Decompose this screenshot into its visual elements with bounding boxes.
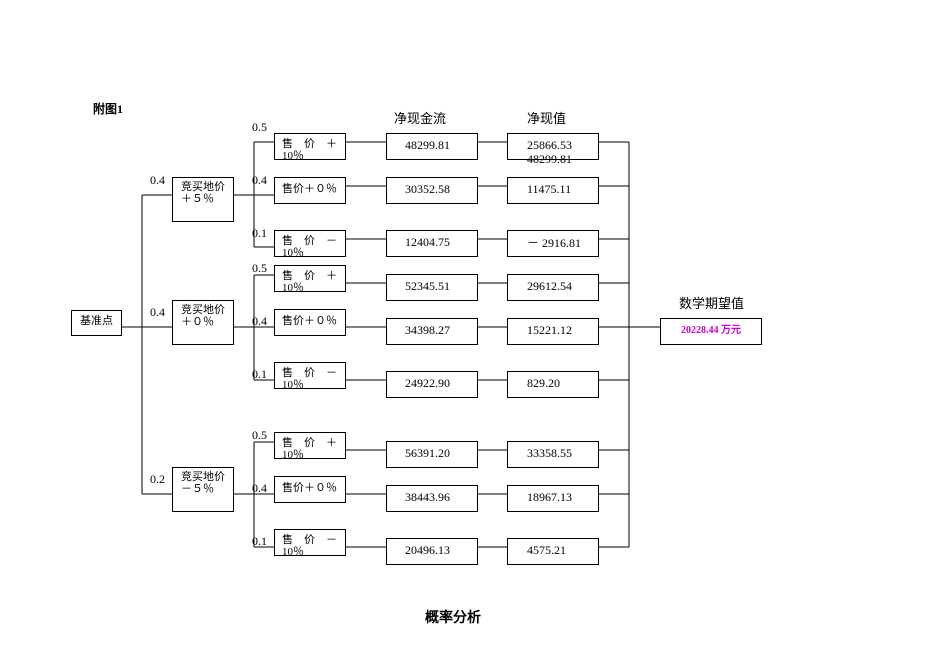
cash-flow-cell: 12404.75 — [386, 230, 478, 257]
sale-price-label: 售 价 ＋ — [282, 270, 337, 282]
cash-flow-value: 38443.96 — [405, 490, 450, 504]
npv-value: 29612.54 — [527, 279, 572, 293]
cash-flow-value: 48299.81 — [405, 138, 450, 152]
cash-flow-value: 30352.58 — [405, 182, 450, 196]
sale-price-label-cont: 10％ — [282, 282, 304, 294]
sale-price-node: 售 价 ＋ 10％ — [274, 133, 346, 162]
npv-cell: 829.20 — [507, 371, 599, 398]
land-node-line2: ＋０％ — [181, 316, 214, 328]
cash-flow-cell: 20496.13 — [386, 538, 478, 565]
branch-prob: 0.1 — [252, 367, 267, 381]
sale-price-label: 售 价 － — [282, 235, 337, 247]
npv-cell: 33358.55 — [507, 441, 599, 468]
branch-prob: 0.4 — [252, 314, 267, 328]
cash-flow-cell: 30352.58 — [386, 177, 478, 204]
expected-value-box: 20228.44 万元 — [660, 318, 762, 345]
land-prob: 0.4 — [150, 173, 165, 187]
sale-price-label: 售 价 ＋ — [282, 437, 337, 449]
npv-value: 829.20 — [527, 376, 560, 390]
sale-price-node: 售价＋０％ — [274, 309, 346, 336]
cash-flow-cell: 34398.27 — [386, 318, 478, 345]
cash-flow-cell: 56391.20 — [386, 441, 478, 468]
cash-flow-cell: 38443.96 — [386, 485, 478, 512]
sale-price-node: 售 价 － 10％ — [274, 362, 346, 391]
land-prob: 0.4 — [150, 305, 165, 319]
sale-price-node: 售 价 ＋ 10％ — [274, 265, 346, 294]
sale-price-label: 售 价 － — [282, 534, 337, 546]
sale-price-label-cont: 10％ — [282, 379, 304, 391]
land-node-line1: 竞买地价 — [181, 304, 225, 316]
branch-prob: 0.5 — [252, 261, 267, 275]
sale-price-label: 售 价 － — [282, 367, 337, 379]
base-node-label: 基准点 — [80, 315, 113, 327]
sale-price-label: 售价＋０％ — [282, 315, 337, 327]
sale-price-label-cont: 10％ — [282, 247, 304, 259]
npv-value: 4575.21 — [527, 543, 566, 557]
cash-flow-cell: 48299.81 — [386, 133, 478, 160]
cash-flow-value: 12404.75 — [405, 235, 450, 249]
branch-prob: 0.4 — [252, 173, 267, 187]
branch-prob: 0.4 — [252, 481, 267, 495]
npv-value: 11475.11 — [527, 182, 572, 196]
cash-flow-cell: 52345.51 — [386, 274, 478, 301]
npv-cell: 25866.53 48299.81 — [507, 133, 599, 165]
sale-price-label: 售 价 ＋ — [282, 138, 337, 150]
npv-cell: － 2916.81 — [507, 230, 599, 257]
land-node: 竞买地价 ＋０％ — [172, 300, 234, 345]
sale-price-node: 售 价 － 10％ — [274, 230, 346, 259]
expected-value: 20228.44 万元 — [681, 325, 741, 336]
land-node-line1: 竞买地价 — [181, 181, 225, 193]
sale-price-label-cont: 10％ — [282, 449, 304, 461]
branch-prob: 0.1 — [252, 534, 267, 548]
land-node: 竞买地价 －５％ — [172, 467, 234, 512]
cash-flow-value: 52345.51 — [405, 279, 450, 293]
npv-value: 33358.55 — [527, 446, 572, 460]
npv-value: 18967.13 — [527, 490, 572, 504]
land-node: 竞买地价 ＋５％ — [172, 177, 234, 222]
npv-cell: 11475.11 — [507, 177, 599, 204]
header-npv: 净现值 — [527, 111, 567, 126]
npv-cell: 18967.13 — [507, 485, 599, 512]
figure-label: 附图1 — [93, 102, 124, 116]
cash-flow-value: 34398.27 — [405, 323, 450, 337]
header-cash-flow: 净现金流 — [394, 111, 447, 126]
land-node-line1: 竞买地价 — [181, 471, 225, 483]
sale-price-node: 售 价 ＋ 10％ — [274, 432, 346, 461]
sale-price-label-cont: 10％ — [282, 546, 304, 558]
cash-flow-value: 24922.90 — [405, 376, 450, 390]
npv-cell: 29612.54 — [507, 274, 599, 301]
npv-value: 15221.12 — [527, 323, 572, 337]
sale-price-node: 售价＋０％ — [274, 476, 346, 503]
sale-price-node: 售价＋０％ — [274, 177, 346, 204]
land-node-line2: ＋５％ — [181, 193, 214, 205]
caption: 概率分析 — [425, 611, 481, 626]
cash-flow-value: 56391.20 — [405, 446, 450, 460]
cash-flow-value: 20496.13 — [405, 543, 450, 557]
npv-extra-value: 48299.81 — [527, 152, 572, 166]
npv-cell: 4575.21 — [507, 538, 599, 565]
npv-cell: 15221.12 — [507, 318, 599, 345]
land-node-line2: －５％ — [181, 483, 214, 495]
npv-value: 25866.53 — [527, 138, 572, 152]
sale-price-node: 售 价 － 10％ — [274, 529, 346, 558]
cash-flow-cell: 24922.90 — [386, 371, 478, 398]
base-node: 基准点 — [71, 310, 122, 336]
branch-prob: 0.1 — [252, 226, 267, 240]
sale-price-label: 售价＋０％ — [282, 183, 337, 195]
branch-prob: 0.5 — [252, 120, 267, 134]
header-expected-value: 数学期望值 — [679, 296, 745, 311]
sale-price-label: 售价＋０％ — [282, 482, 337, 494]
land-prob: 0.2 — [150, 472, 165, 486]
sale-price-label-cont: 10％ — [282, 150, 304, 162]
branch-prob: 0.5 — [252, 428, 267, 442]
npv-value: － 2916.81 — [527, 236, 582, 250]
